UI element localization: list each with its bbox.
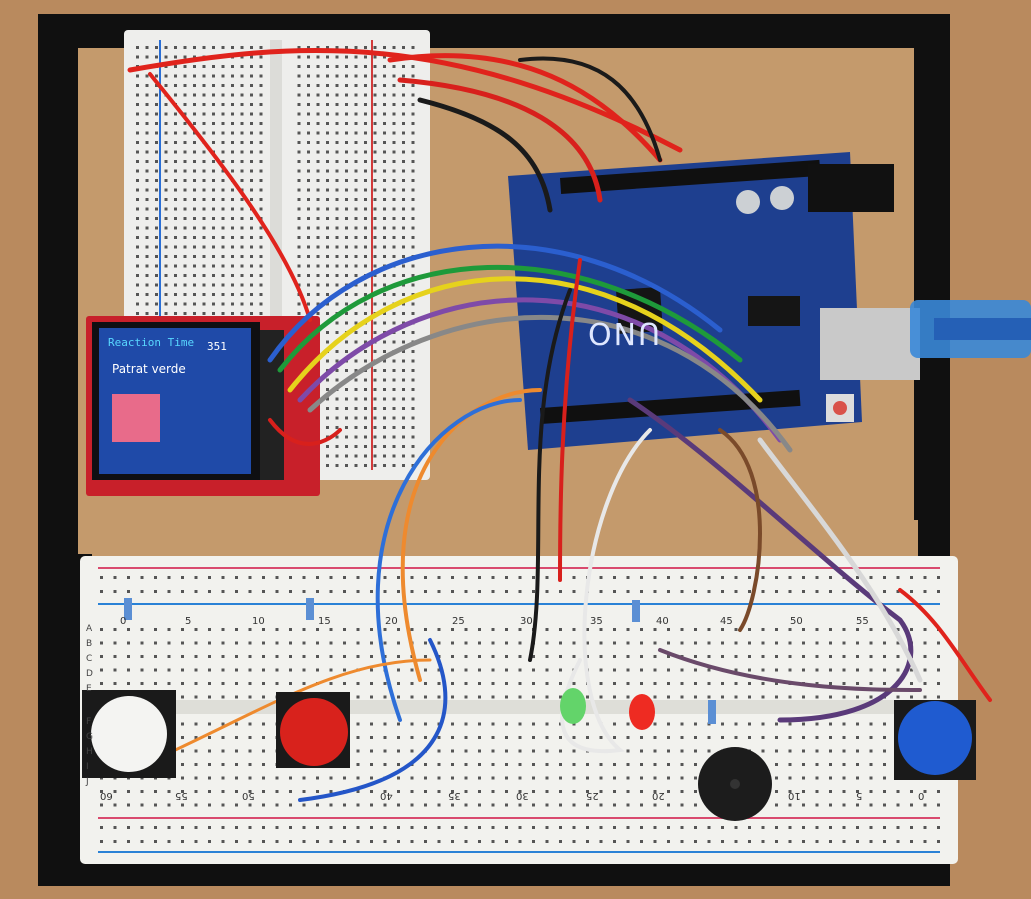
black-frame: [38, 14, 950, 886]
resistors: [124, 598, 716, 724]
breadboard-column-number: 30: [516, 790, 529, 801]
breadboard-column-number: 20: [652, 790, 665, 801]
breadboard-row-letter: G: [86, 732, 93, 742]
breadboard-column-number: 40: [380, 790, 393, 801]
usb-cable: [910, 300, 1031, 358]
red-led: [629, 694, 655, 730]
breadboard-column-number: 60: [100, 790, 113, 801]
arduino-label: UNO: [586, 315, 661, 350]
breadboard-row-letter: A: [86, 624, 93, 634]
breadboard-column-number: 25: [452, 616, 465, 627]
breadboard-column-number: 40: [656, 616, 669, 627]
breadboard-column-number: 0: [120, 616, 127, 627]
breadboard-row-letter: F: [86, 717, 92, 727]
breadboard-column-number: 35: [590, 616, 603, 627]
breadboard-row-letter: D: [86, 669, 93, 679]
breadboard-column-number: 35: [448, 790, 461, 801]
breadboard-row-letter: C: [86, 654, 93, 664]
breadboard-row-letter: B: [86, 639, 93, 649]
breadboard-column-number: 50: [242, 790, 255, 801]
breadboard-row-letter: E: [86, 684, 92, 694]
cardboard: [78, 48, 914, 554]
leds: [560, 688, 655, 730]
breadboard-column-number: 55: [856, 616, 869, 627]
small-breadboard: [124, 30, 430, 480]
breadboard-column-number: 45: [720, 616, 733, 627]
breadboard-column-number: 5: [185, 616, 192, 627]
green-led: [560, 688, 586, 724]
tft-message: Patrat verde: [112, 362, 186, 376]
jumper-wires: [127, 48, 992, 802]
breadboard-column-number: 20: [385, 616, 398, 627]
breadboard-row-letter: I: [86, 762, 89, 772]
arduino-uno-board: [508, 152, 920, 450]
breadboard-column-number: 30: [520, 616, 533, 627]
breadboard-column-number: 25: [586, 790, 599, 801]
tft-screen: [99, 328, 251, 474]
breadboard-column-number: 0: [918, 790, 925, 801]
breadboard-column-number: 50: [790, 616, 803, 627]
breadboard-row-letter: J: [86, 777, 89, 787]
buzzer: [698, 747, 772, 821]
breadboard-row-letter: H: [86, 747, 93, 757]
blue-button: [898, 701, 972, 775]
red-button: [280, 698, 348, 766]
white-button: [91, 696, 167, 772]
tft-title: Reaction Time: [108, 336, 195, 349]
breadboard-column-number: 10: [788, 790, 801, 801]
tft-score: 351: [207, 340, 227, 353]
tft-square: [112, 394, 160, 442]
breadboard-column-number: 15: [318, 616, 331, 627]
main-breadboard: [80, 556, 958, 864]
breadboard-column-number: 10: [252, 616, 265, 627]
breadboard-column-number: 55: [175, 790, 188, 801]
push-buttons: [82, 690, 976, 780]
breadboard-column-number: 5: [856, 790, 863, 801]
